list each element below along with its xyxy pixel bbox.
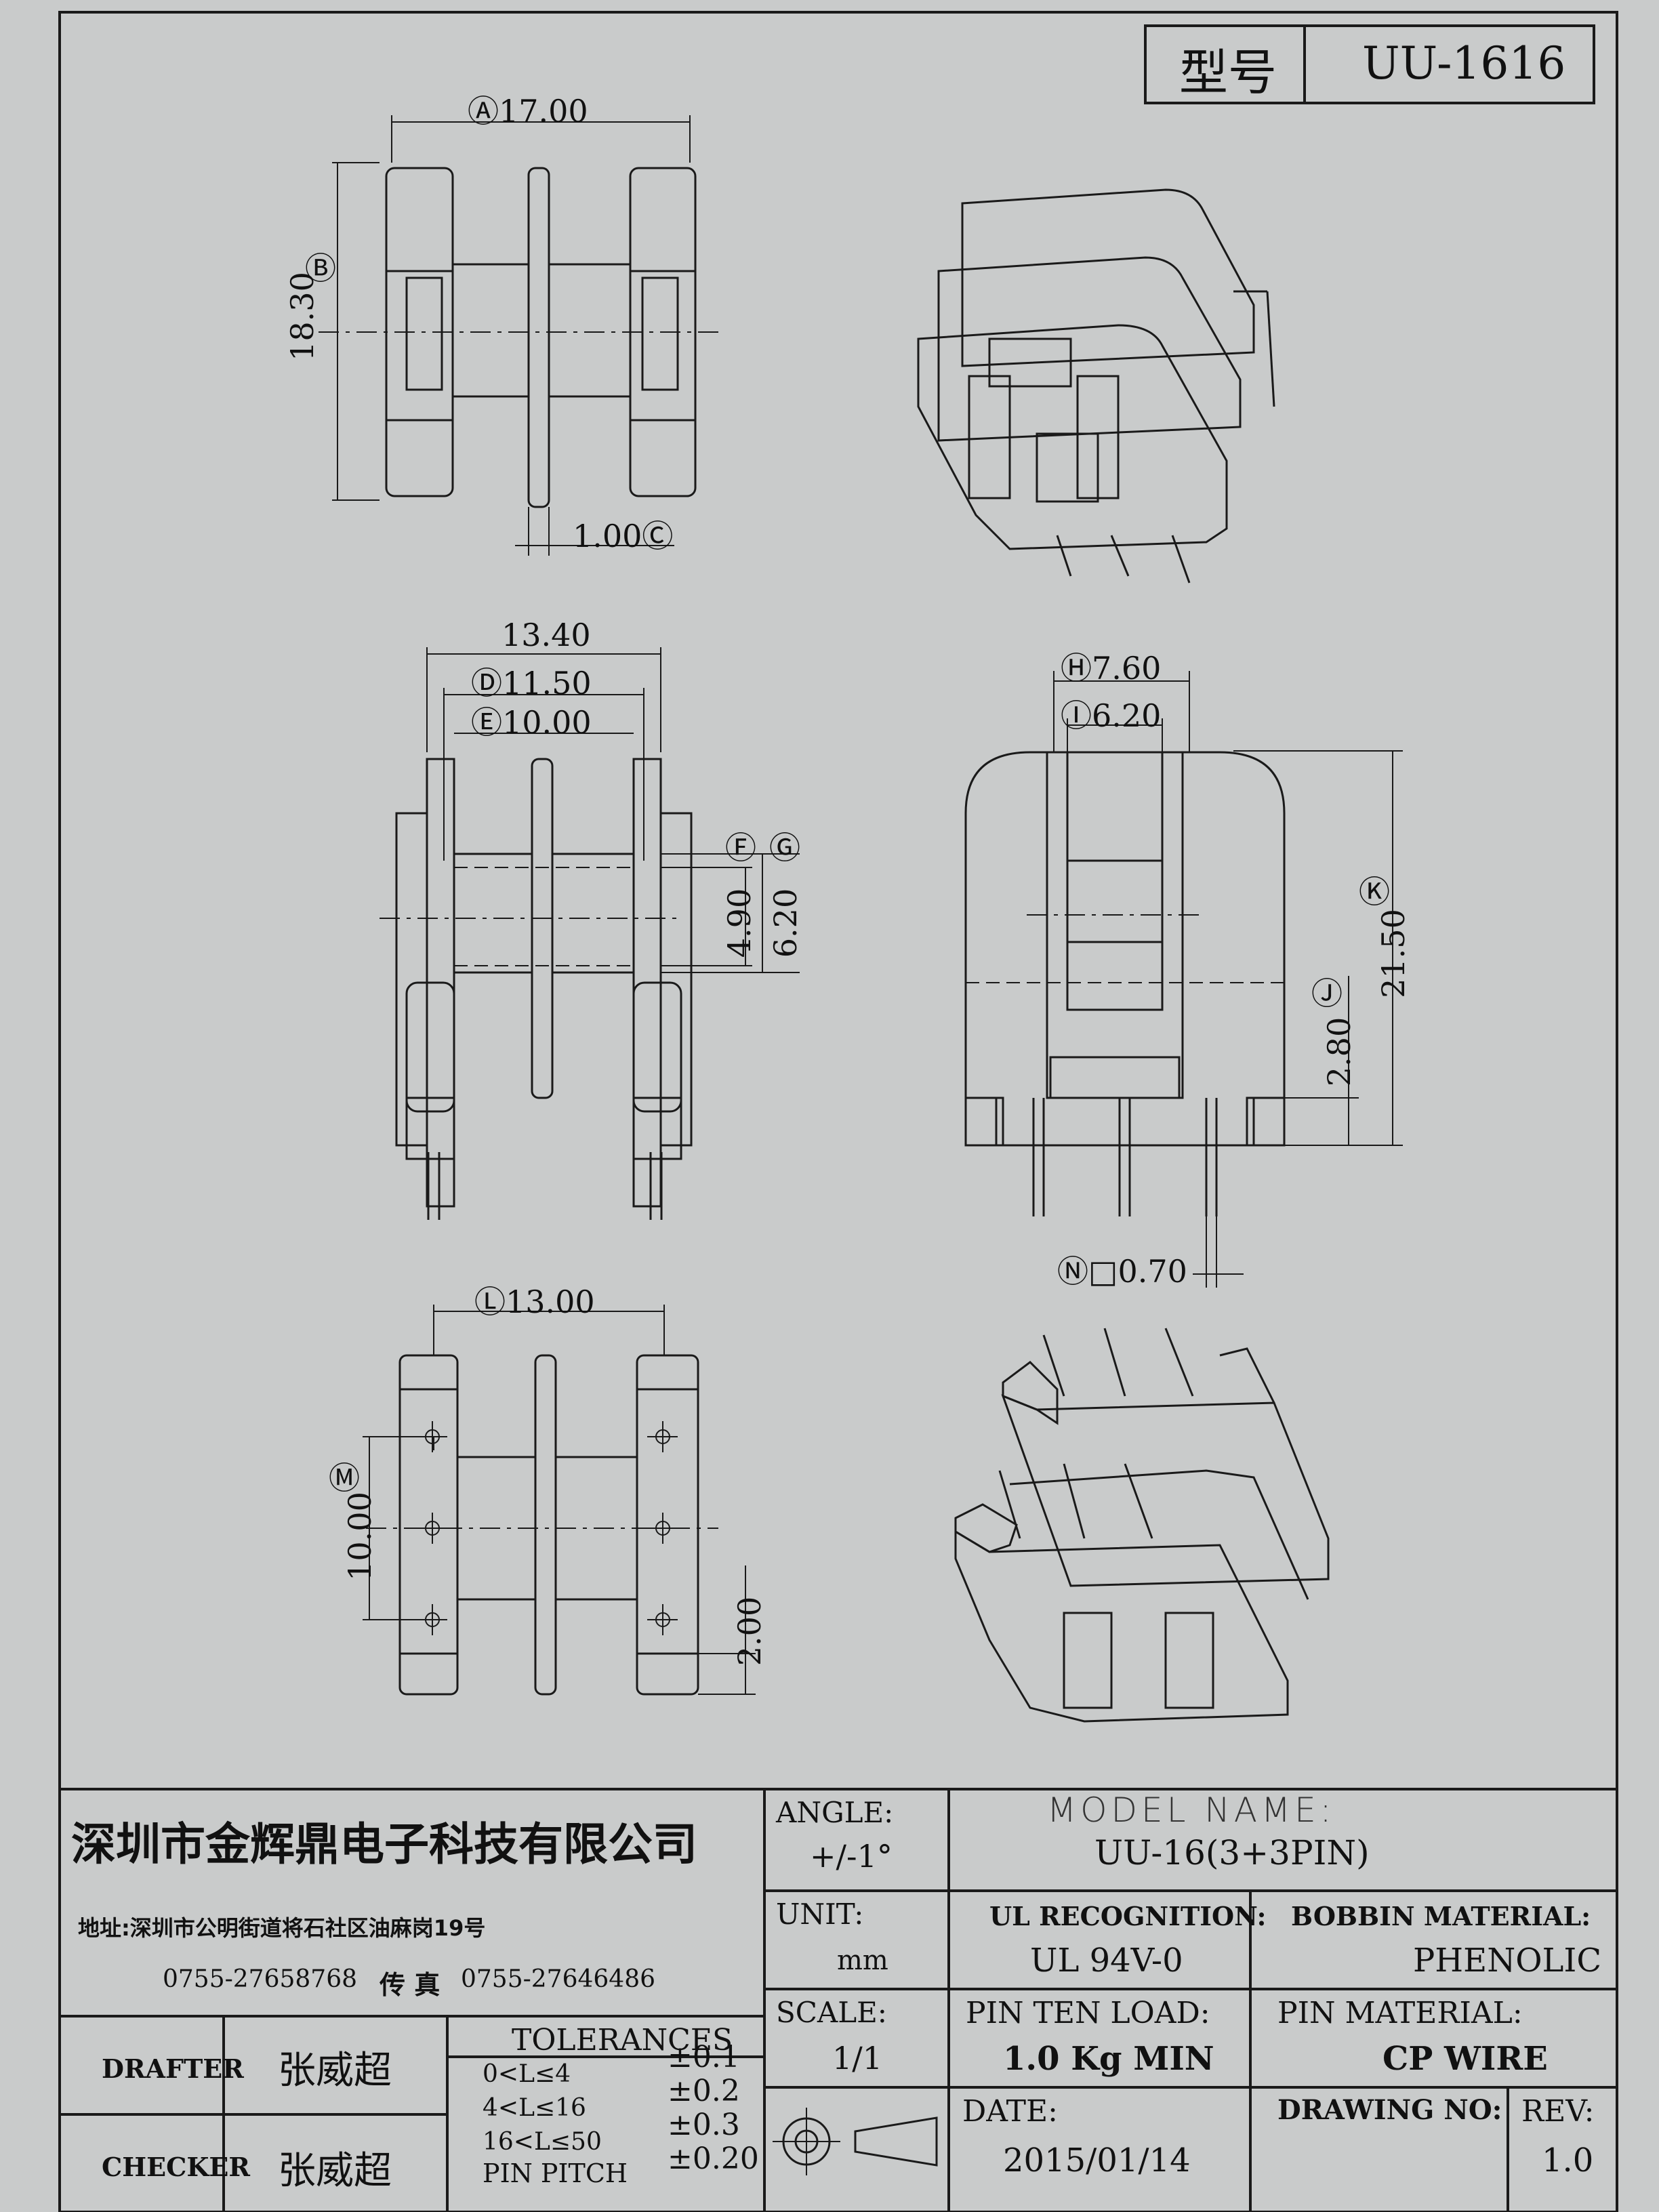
end-view [964, 671, 1403, 1288]
tol-value-2: ±0.2 [668, 2074, 740, 2108]
dim-f-value: 4.90 [721, 888, 758, 958]
drafter-name: 张威超 [278, 2049, 392, 2093]
title-label: 型号 [1179, 44, 1277, 101]
tol-value-4: ±0.20 [668, 2142, 759, 2176]
rev-label: REV: [1521, 2094, 1595, 2129]
ul-value: UL 94V-0 [1030, 1942, 1183, 1980]
tol-value-1: ±0.1 [668, 2040, 740, 2074]
dim-k-marker: Ⓚ [1359, 874, 1390, 910]
date-value: 2015/01/14 [1003, 2142, 1191, 2179]
dim-c: 1.00Ⓒ [573, 518, 674, 554]
dim-m-value: 10.00 [341, 1492, 378, 1581]
dim-h: Ⓗ7.60 [1061, 650, 1162, 687]
dim-g-marker: Ⓖ [769, 830, 800, 866]
date-label: DATE: [962, 2094, 1058, 2129]
dim-a: Ⓐ17.00 [468, 93, 588, 129]
dim-pin-offset: 2.00 [731, 1596, 769, 1666]
dim-overall-width: 13.40 [501, 617, 591, 653]
tolerances-header: TOLERANCES [512, 2023, 733, 2057]
bottom-view [363, 1305, 756, 1696]
ul-label: UL RECOGNITION: [989, 1901, 1267, 1931]
model-name-value: UU-16(3+3PIN) [1094, 1833, 1370, 1872]
isometric-view-2 [954, 1328, 1330, 1723]
angle-label: ANGLE: [776, 1796, 894, 1829]
unit-label: UNIT: [776, 1898, 864, 1931]
dim-f-marker: Ⓕ [725, 830, 756, 866]
model-name-label: MODEL NAME: [1047, 1790, 1336, 1830]
side-view [380, 647, 800, 1220]
pin-load-value: 1.0 Kg MIN [1003, 2040, 1214, 2078]
unit-value: mm [837, 1945, 888, 1976]
isometric-view-1 [917, 188, 1275, 583]
company-address: 地址:深圳市公明街道将石社区油麻岗19号 [78, 1915, 486, 1941]
scale-value: 1/1 [832, 2040, 883, 2076]
drawing-no-label: DRAWING NO: [1277, 2094, 1502, 2126]
tol-range-3: 16<L≤50 [483, 2128, 602, 2156]
model-number: UU-1616 [1362, 37, 1566, 89]
tol-range-4: PIN PITCH [483, 2158, 628, 2188]
pin-load-label: PIN TEN LOAD: [966, 1996, 1210, 2030]
dim-i: Ⓘ6.20 [1061, 697, 1162, 734]
title-block-lines [60, 1788, 1617, 2212]
dim-e: Ⓔ10.00 [471, 704, 592, 741]
rev-value: 1.0 [1542, 2142, 1594, 2179]
company-name: 深圳市金辉鼎电子科技有限公司 [71, 1818, 697, 1870]
bobbin-label: BOBBIN MATERIAL: [1291, 1901, 1591, 1931]
tol-range-2: 4<L≤16 [483, 2094, 586, 2122]
bobbin-value: PHENOLIC [1413, 1942, 1602, 1980]
dim-d: Ⓓ11.50 [471, 665, 592, 701]
dim-k-value: 21.50 [1374, 909, 1412, 998]
tol-range-1: 0<L≤4 [483, 2060, 571, 2088]
company-phone: 0755-27658768 [163, 1965, 358, 1993]
company-fax: 0755-27646486 [461, 1965, 656, 1993]
title-box [1144, 24, 1595, 104]
drafter-label: DRAFTER [102, 2053, 244, 2084]
sheet-border [58, 11, 1618, 2212]
scale-label: SCALE: [776, 1996, 887, 2029]
checker-name: 张威超 [278, 2149, 392, 2193]
angle-value: +/-1° [810, 1838, 893, 1875]
pin-material-label: PIN MATERIAL: [1277, 1996, 1523, 2030]
dim-g-value: 6.20 [767, 888, 804, 958]
dim-l: Ⓛ13.00 [474, 1284, 595, 1320]
dim-n: Ⓝ□0.70 [1057, 1253, 1187, 1290]
dim-b-value: 18.30 [283, 272, 321, 361]
dim-m-marker: Ⓜ [329, 1460, 360, 1496]
checker-label: CHECKER [102, 2152, 250, 2182]
projection-symbol [773, 2108, 938, 2175]
dim-j-value: 2.80 [1321, 1017, 1358, 1087]
fax-label: 传 真 [380, 1970, 441, 2000]
tol-value-3: ±0.3 [668, 2108, 740, 2142]
dim-b-marker: Ⓑ [305, 250, 336, 287]
dim-j-marker: Ⓙ [1311, 975, 1343, 1012]
front-view-1 [319, 115, 718, 556]
pin-material-value: CP WIRE [1382, 2040, 1548, 2078]
